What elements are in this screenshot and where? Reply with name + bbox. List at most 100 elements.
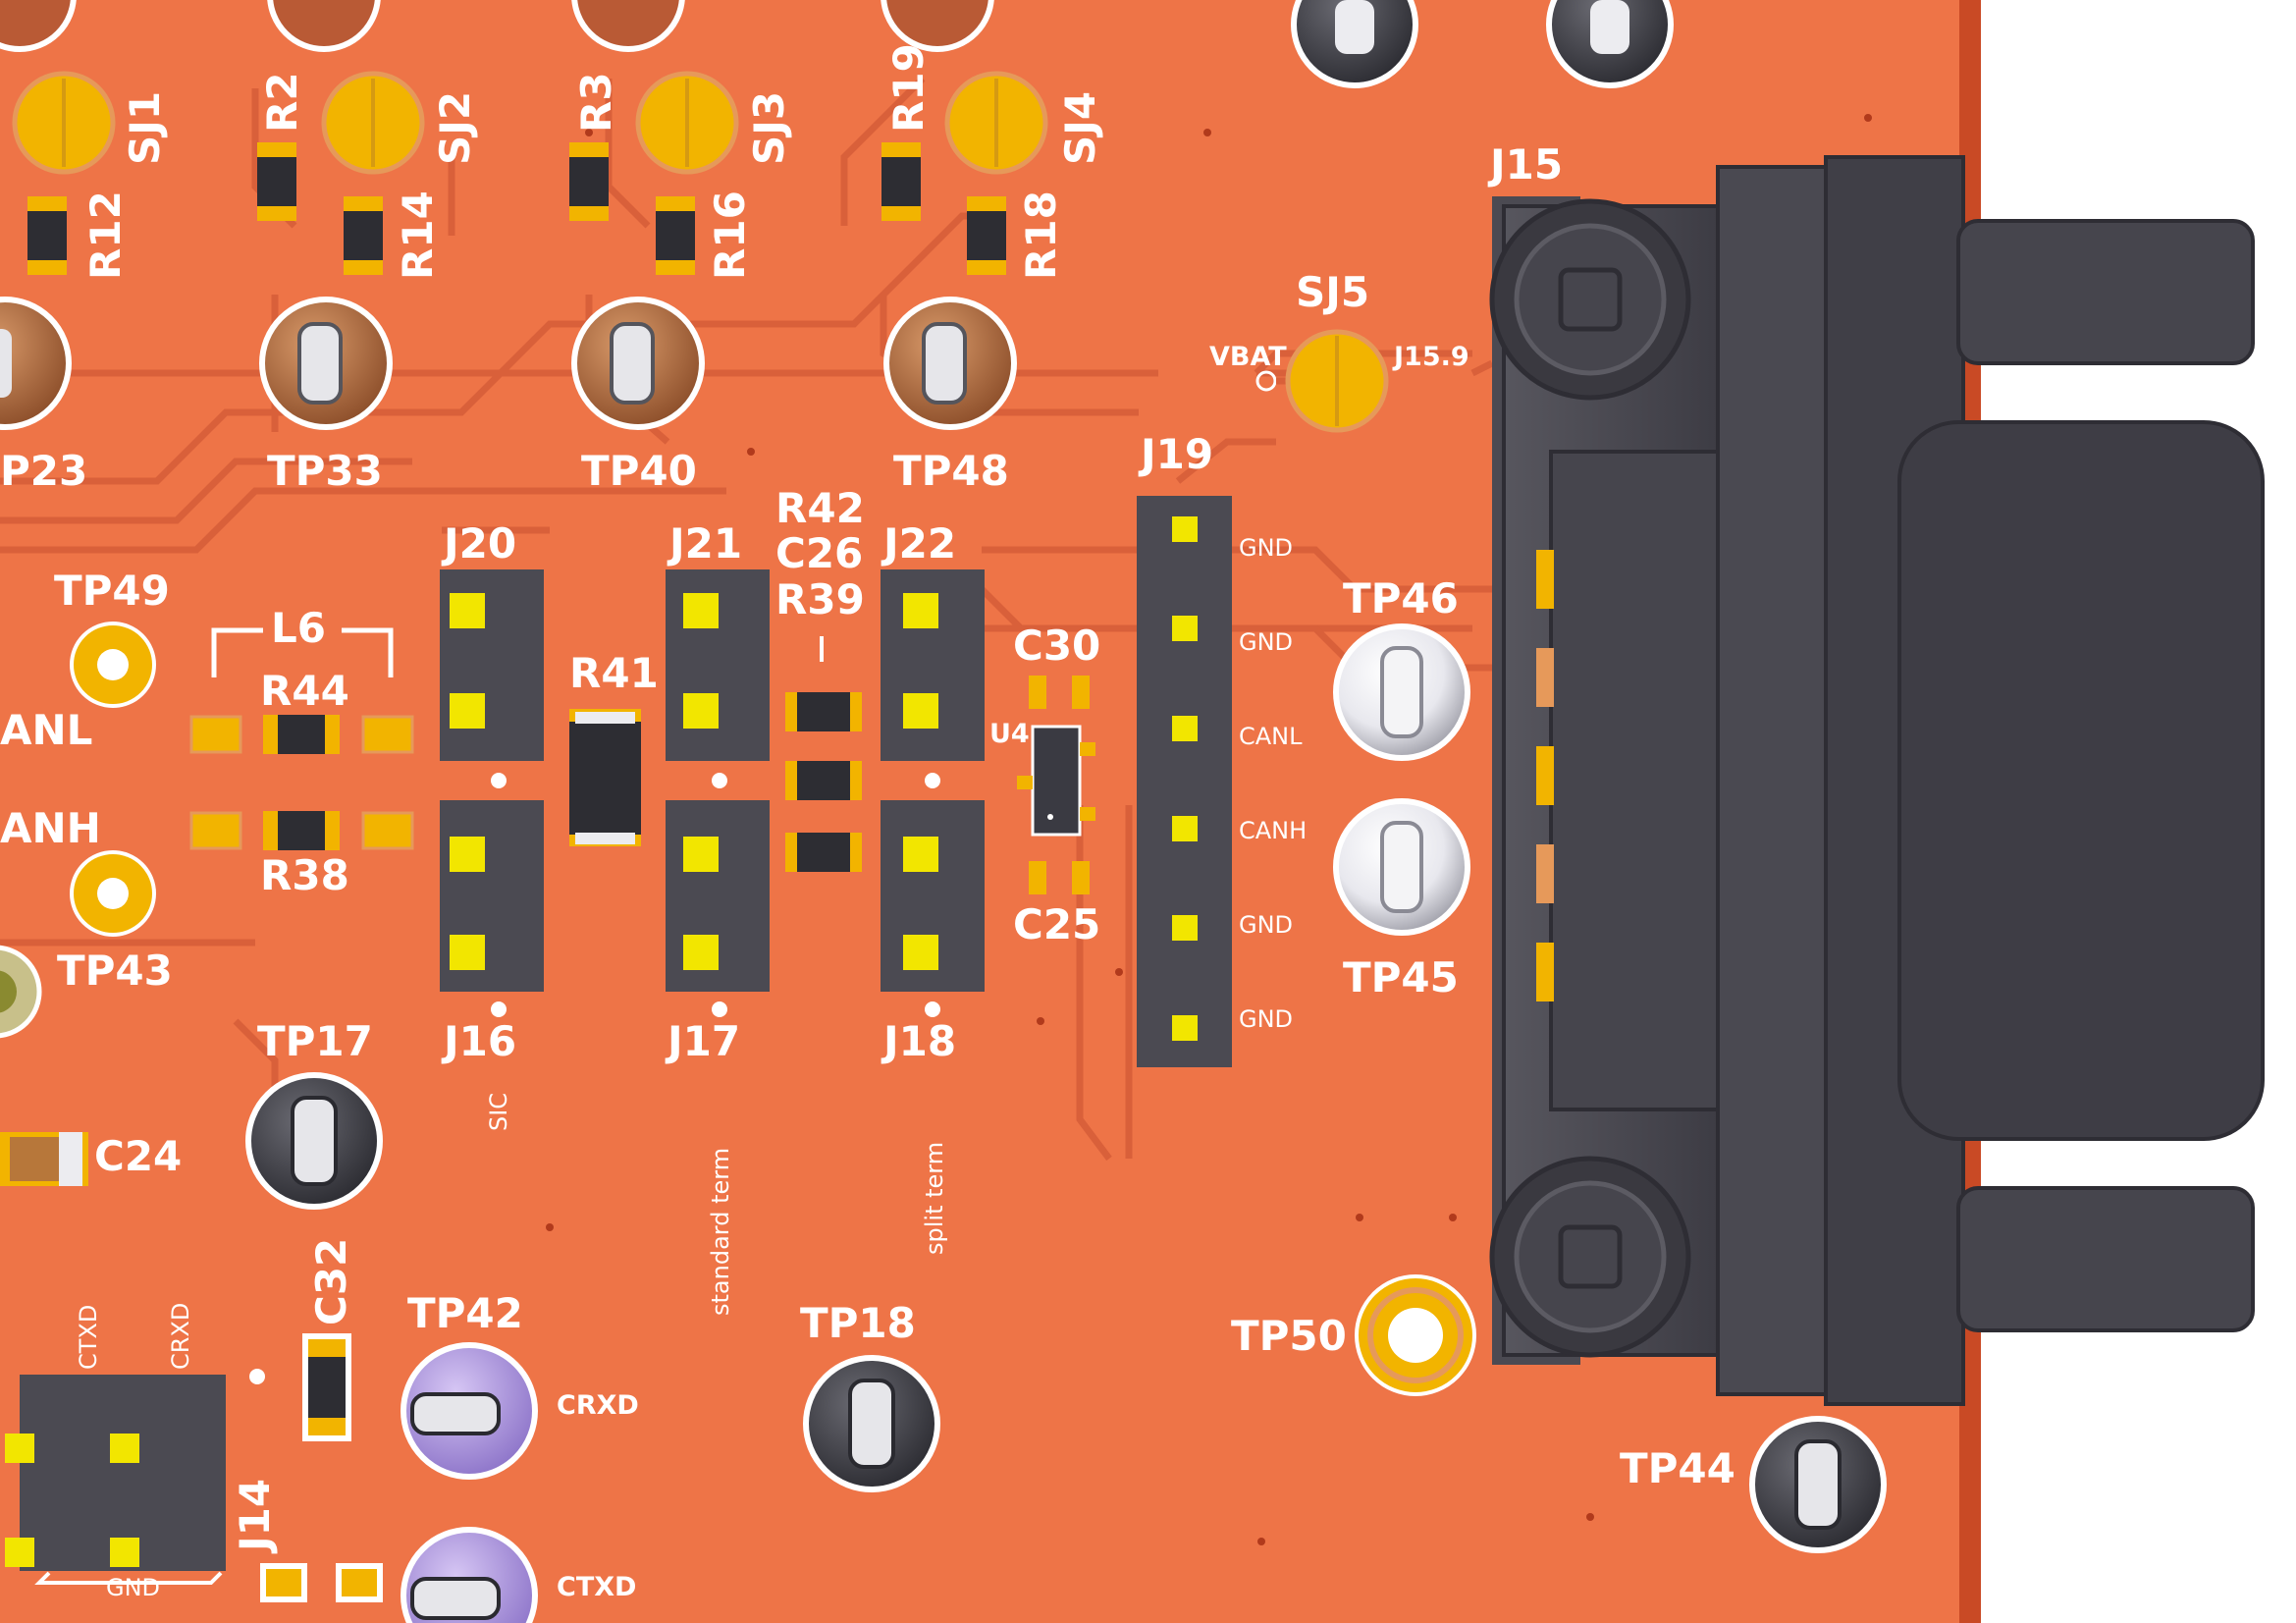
label-r18: R18: [1017, 190, 1065, 280]
top-partial-testpoints: [0, 0, 1674, 88]
top-resistors: [27, 142, 1006, 275]
label-u4: U4: [989, 719, 1030, 749]
gold-testpoints: [70, 622, 1476, 1396]
label-j14: J14: [231, 1479, 279, 1554]
j22-header: [881, 569, 985, 761]
label-standard-term: standard term: [707, 1148, 734, 1316]
label-j22: J22: [881, 519, 956, 568]
j20-header: [440, 569, 544, 761]
label-r14: R14: [394, 190, 442, 280]
label-j20: J20: [441, 519, 516, 568]
r2-resistor: [257, 142, 296, 221]
black-testpoints: [245, 1072, 1887, 1553]
label-r41: R41: [569, 649, 659, 697]
label-tp44: TP44: [1620, 1444, 1735, 1492]
label-c25: C25: [1013, 900, 1100, 948]
r3-resistor: [569, 142, 609, 221]
label-r12: R12: [81, 190, 130, 280]
r12-resistor: [27, 196, 67, 275]
u4-transceiver: [1017, 676, 1095, 894]
j19-header: [1137, 496, 1232, 1067]
label-tp45: TP45: [1343, 953, 1459, 1001]
label-j18: J18: [881, 1017, 956, 1065]
label-j19: J19: [1138, 430, 1213, 478]
label-j16: J16: [441, 1017, 516, 1065]
label-c30: C30: [1013, 622, 1100, 670]
solder-jumpers-top: [12, 71, 1048, 175]
r19-resistor: [881, 142, 921, 221]
label-j15-9: J15.9: [1392, 342, 1469, 372]
label-j21: J21: [667, 519, 742, 568]
j18-header: [881, 800, 985, 992]
label-canl-left: ANL: [0, 706, 92, 754]
label-r19: R19: [884, 43, 933, 133]
jumper-headers: [440, 569, 985, 1017]
j19-pin1-label: GND: [1239, 534, 1293, 562]
label-r39: R39: [775, 575, 865, 623]
j19-pin4-label: CANH: [1239, 817, 1307, 844]
label-r3: R3: [572, 72, 620, 133]
label-j15: J15: [1487, 140, 1563, 189]
label-l6: L6: [271, 604, 326, 652]
label-r44: R44: [260, 667, 349, 715]
label-sj4: SJ4: [1056, 91, 1104, 165]
label-tp50: TP50: [1231, 1312, 1347, 1360]
label-sj1: SJ1: [121, 91, 169, 165]
label-r16: R16: [706, 190, 754, 280]
j19-pin3-label: CANL: [1239, 723, 1303, 750]
j19-pin2-label: GND: [1239, 628, 1293, 656]
c24-capacitor: [0, 1132, 88, 1186]
label-tp42: TP42: [407, 1289, 523, 1337]
label-vbat: VBAT: [1209, 342, 1287, 372]
label-split-term: split term: [921, 1142, 948, 1255]
label-tp33: TP33: [267, 447, 383, 495]
white-testpoints: [1333, 623, 1470, 936]
label-tp43: TP43: [57, 947, 173, 995]
label-c24: C24: [94, 1132, 182, 1180]
j15-dsub-connector: [1489, 155, 2265, 1406]
label-r38: R38: [260, 851, 349, 899]
r44-resistor: [189, 715, 414, 754]
label-c32: C32: [307, 1238, 355, 1325]
label-tp23: P23: [0, 447, 87, 495]
label-tp18: TP18: [800, 1299, 916, 1347]
label-r42: R42: [775, 484, 865, 532]
label-sj3: SJ3: [745, 91, 793, 165]
c32-capacitor: [302, 1333, 351, 1441]
label-ctxd-tp: CTXD: [557, 1572, 636, 1602]
label-tp40: TP40: [581, 447, 697, 495]
r16-resistor: [656, 196, 695, 275]
small-passives: [785, 636, 862, 872]
label-canh-left: ANH: [0, 804, 101, 852]
label-sj2: SJ2: [431, 91, 479, 165]
j17-header: [666, 800, 770, 992]
l6-outline: [211, 627, 394, 677]
label-j17: J17: [665, 1017, 740, 1065]
j16-header: [440, 800, 544, 992]
j14-header: [5, 1369, 265, 1585]
purple-testpoints: [400, 1342, 538, 1623]
label-tp49: TP49: [54, 567, 170, 615]
silkscreen-labels: SJ1 SJ2 SJ3 SJ4 R2 R3 R19 R12 R14 R16 R1…: [0, 43, 1735, 1602]
r41-resistor: [569, 709, 641, 846]
r14-resistor: [344, 196, 383, 275]
label-sj5: SJ5: [1296, 268, 1369, 316]
label-c26: C26: [775, 529, 863, 577]
bottom-pads: [260, 1563, 383, 1602]
j19-pin5-label: GND: [1239, 911, 1293, 939]
label-r2: R2: [258, 72, 306, 133]
label-tp48: TP48: [893, 447, 1009, 495]
label-crxd-j14: CRXD: [167, 1303, 194, 1370]
j21-header: [666, 569, 770, 761]
brown-testpoints: [0, 297, 1017, 430]
label-tp17: TP17: [257, 1017, 373, 1065]
r18-resistor: [967, 196, 1006, 275]
j19-pin6-label: GND: [1239, 1005, 1293, 1033]
label-crxd-tp: CRXD: [557, 1390, 639, 1421]
label-tp46: TP46: [1343, 574, 1459, 622]
label-gnd-j14: GND: [106, 1574, 160, 1601]
r38-resistor: [189, 811, 414, 850]
sj5-jumper: [1255, 329, 1389, 433]
label-sic: SIC: [485, 1093, 512, 1131]
